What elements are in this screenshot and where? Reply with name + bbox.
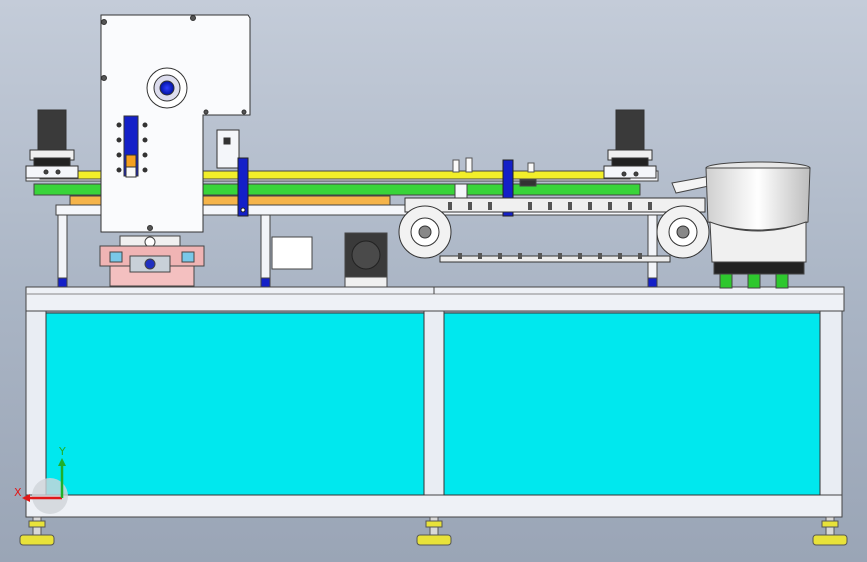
stepper-motor-right (603, 109, 657, 179)
table-frame (25, 286, 845, 518)
glass-panel-left (45, 312, 425, 496)
axis-x-label: X (14, 486, 22, 499)
sensor-bracket (216, 129, 240, 169)
table-top (25, 286, 845, 312)
control-box (271, 236, 313, 270)
chain-conveyor (398, 197, 710, 263)
spindle-center-icon (159, 80, 175, 96)
support-posts (55, 204, 667, 288)
glass-panel-right (443, 312, 821, 496)
foot-center (416, 516, 452, 546)
bowl-feeder (671, 161, 811, 289)
press-head (100, 14, 251, 233)
coordinate-triad: X Y (14, 445, 68, 514)
chain-teeth (448, 202, 652, 259)
frame-post-right (819, 310, 843, 518)
triad-origin-disc (32, 478, 68, 514)
foot-left (19, 516, 55, 546)
rail-orange (69, 195, 391, 206)
frame-post-center (423, 310, 445, 518)
drive-components (271, 232, 388, 288)
conveyor-rails (25, 170, 659, 206)
axis-y-label: Y (58, 445, 66, 458)
rail-green (33, 183, 641, 196)
leveling-feet (19, 516, 848, 546)
press-fixture (99, 235, 205, 287)
frame-bottom-rail (25, 494, 843, 518)
foot-right (812, 516, 848, 546)
rail-fittings (452, 157, 535, 173)
stepper-motor-left (25, 109, 79, 179)
